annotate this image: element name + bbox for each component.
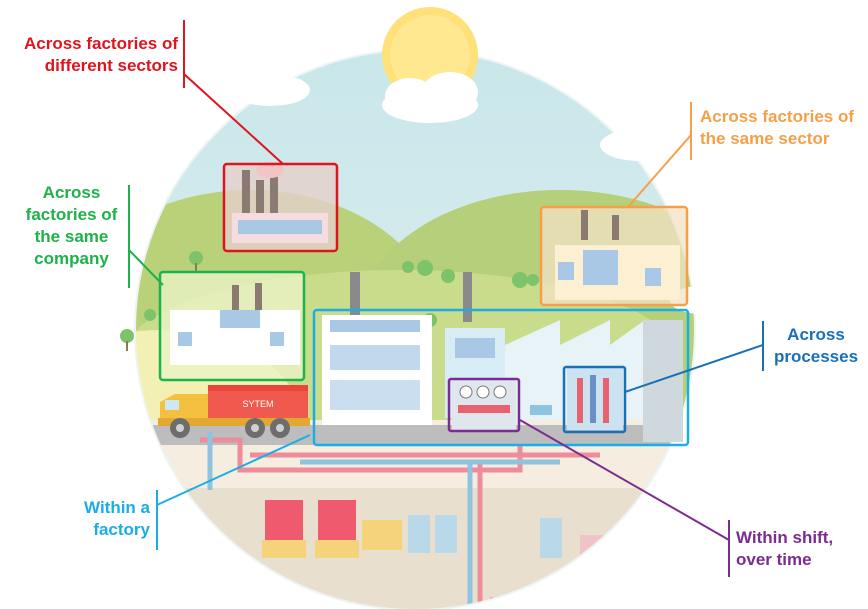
label-within-factory: Within a factory bbox=[40, 497, 150, 541]
label-same-company-line4: company bbox=[34, 249, 109, 268]
label-within-shift-line2: over time bbox=[736, 550, 812, 569]
factory-same-company bbox=[160, 272, 304, 380]
label-same-company-line2: factories of bbox=[25, 205, 118, 224]
factory-different-sector bbox=[224, 162, 337, 250]
label-processes-line2: processes bbox=[773, 347, 859, 366]
label-processes: Across processes bbox=[766, 324, 866, 368]
label-same-sector-line2: the same sector bbox=[700, 129, 830, 148]
leader-lines bbox=[128, 20, 764, 577]
box-different-sectors bbox=[222, 162, 339, 253]
main-factory bbox=[322, 272, 683, 442]
label-different-sectors-line1: Across factories of bbox=[24, 34, 178, 53]
label-within-factory-line1: Within a bbox=[84, 498, 150, 517]
box-within-factory bbox=[312, 308, 690, 447]
label-within-shift: Within shift, over time bbox=[736, 527, 866, 571]
box-same-sector bbox=[539, 205, 689, 307]
box-within-shift bbox=[447, 377, 521, 433]
label-same-company-line1: Across bbox=[42, 183, 101, 202]
label-same-sector-line1: Across factories of bbox=[700, 107, 854, 126]
label-different-sectors: Across factories of different sectors bbox=[0, 33, 178, 77]
label-within-shift-line1: Within shift, bbox=[736, 528, 834, 547]
label-processes-line1: Across bbox=[787, 325, 845, 344]
truck-brand-text: SYTEM bbox=[242, 399, 273, 409]
box-same-company bbox=[158, 270, 306, 382]
label-same-company-line3: the same bbox=[34, 227, 109, 246]
label-same-company: Across factories of the same company bbox=[20, 182, 123, 270]
label-within-factory-line2: factory bbox=[93, 520, 150, 539]
box-processes bbox=[562, 365, 627, 434]
label-same-sector: Across factories of the same sector bbox=[700, 106, 868, 150]
clouds bbox=[132, 72, 730, 314]
truck: SYTEM bbox=[158, 385, 310, 438]
factory-same-sector bbox=[541, 208, 687, 304]
underground-machines bbox=[262, 500, 630, 558]
label-different-sectors-line2: different sectors bbox=[44, 56, 178, 75]
trees bbox=[120, 251, 539, 351]
